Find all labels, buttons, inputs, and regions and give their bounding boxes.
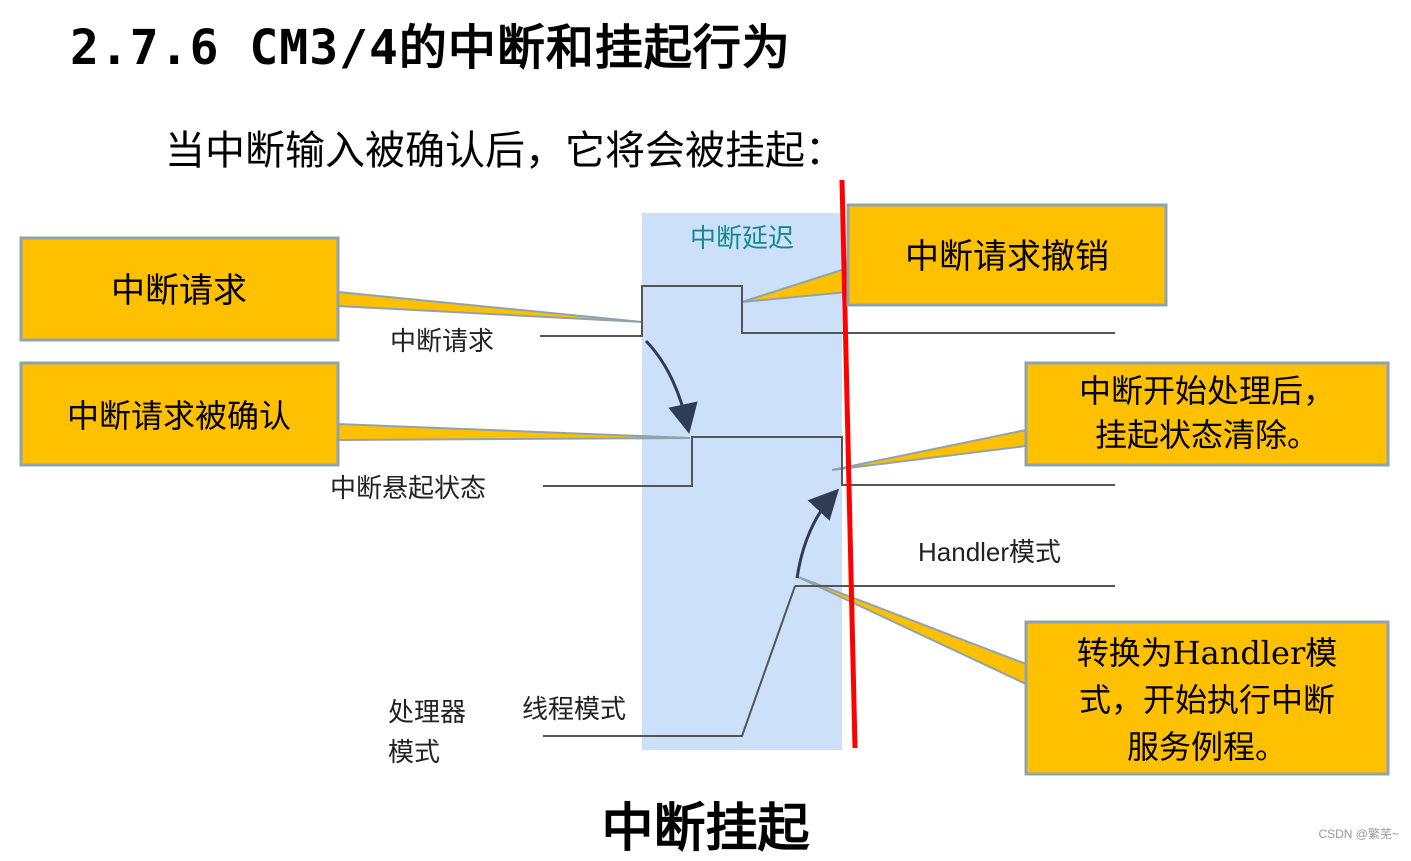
request-signal-label: 中断请求 [390,326,494,356]
callout-confirmed: 中断请求被确认 [19,361,340,467]
callout-clear: 中断开始处理后， 挂起状态清除。 [1024,361,1390,467]
mode-to-pending-arrow [795,488,840,579]
cutoff-line [839,179,858,749]
callout-clear-text-line1: 中断开始处理后， [1079,372,1335,410]
diagram-title: 中断挂起 [601,798,810,859]
thread-mode-label: 线程模式 [522,694,626,724]
callout-handler: 转换为Handler模 式，开始执行中断 服务例程。 [1024,620,1390,776]
callout-request: 中断请求 [19,236,340,342]
request-waveform [540,285,1115,337]
callout-request-cancel: 中断请求撤销 [846,203,1168,307]
callout-confirmed-text: 中断请求被确认 [67,397,291,435]
callout-request-cancel-text: 中断请求撤销 [905,237,1109,277]
handler-mode-label: Handler模式 [918,537,1061,567]
callout-clear-text-line2: 挂起状态清除。 [1095,416,1319,454]
callout-handler-text-line1: 转换为Handler模 [1077,634,1338,672]
watermark: CSDN @繁芜~ [1318,827,1399,841]
request-to-pending-arrow [644,339,698,434]
processor-mode-label-line1: 处理器 [388,697,466,727]
processor-mode-label-line2: 模式 [388,737,440,767]
callout-handler-text-line2: 式，开始执行中断 [1079,681,1335,719]
pointer-request [337,290,643,323]
processor-mode-waveform [543,585,796,737]
pending-waveform [543,436,1115,487]
latency-region-label: 中断延迟 [690,223,794,253]
pending-signal-label: 中断悬起状态 [330,473,486,503]
pointer-clear [831,428,1027,471]
pointer-confirmed [337,422,691,442]
callout-request-text: 中断请求 [111,271,247,311]
intro-sentence: 当中断输入被确认后，它将会被挂起： [165,128,845,174]
section-heading: 2.7.6 CM3/4的中断和挂起行为 [70,20,791,76]
callout-handler-text-line3: 服务例程。 [1127,728,1287,766]
